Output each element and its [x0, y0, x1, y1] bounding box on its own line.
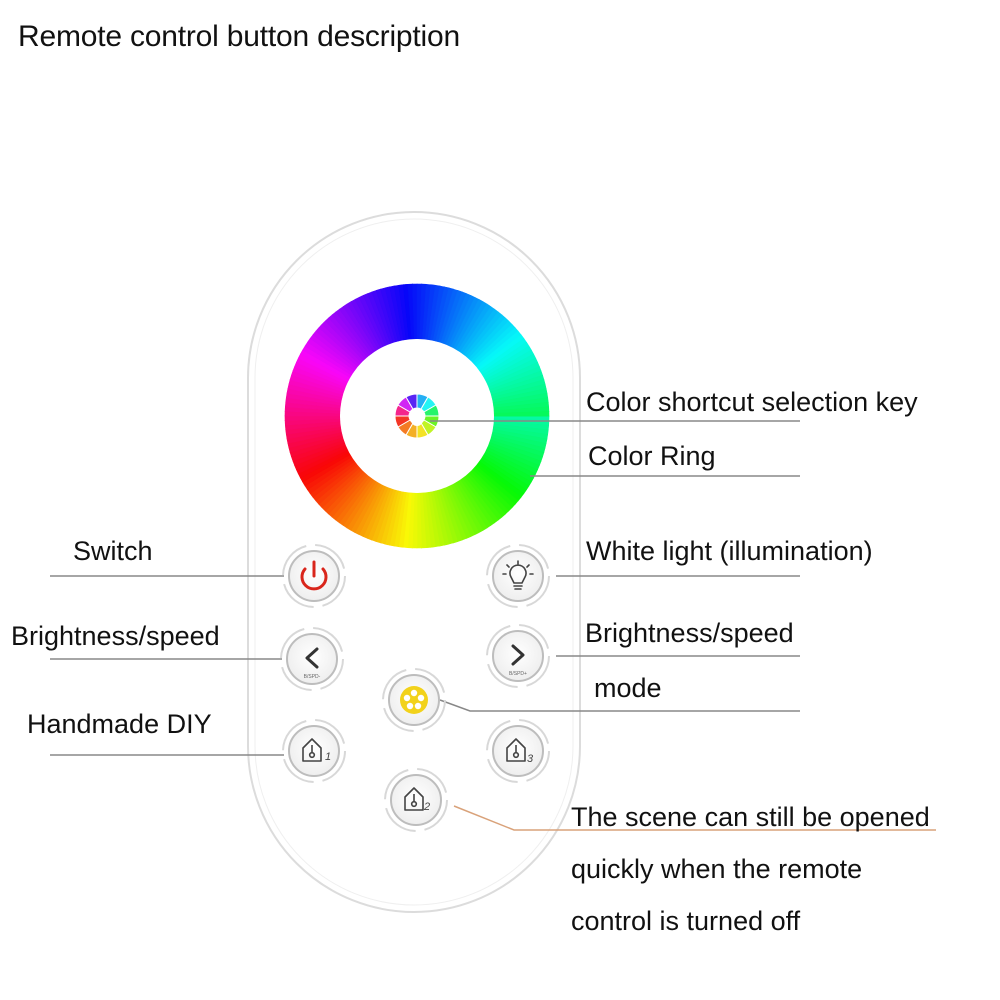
color-ring[interactable] — [284, 283, 550, 549]
label-scene-line2: quickly when the remote — [571, 854, 863, 884]
white-light-button[interactable] — [486, 544, 550, 608]
label-handmade-diy: Handmade DIY — [27, 709, 212, 739]
scene-3-button[interactable]: 3 — [486, 719, 550, 783]
label-color-shortcut: Color shortcut selection key — [586, 387, 918, 417]
leader-scene — [453, 805, 936, 831]
label-scene-line1: The scene can still be opened — [571, 802, 930, 832]
button-mark-bspd-minus: B/SPD- — [304, 674, 321, 680]
light-bulb-icon — [502, 560, 534, 590]
house-icon — [404, 787, 424, 811]
color-shortcut-segment[interactable] — [405, 393, 418, 410]
scene-2-button[interactable]: 2 — [384, 768, 448, 832]
label-brightness-left: Brightness/speed — [11, 621, 220, 651]
brightness-down-button[interactable]: B/SPD- — [280, 627, 344, 691]
scene-number-1: 1 — [325, 751, 331, 763]
label-switch: Switch — [73, 536, 153, 566]
power-button[interactable] — [282, 544, 346, 608]
label-color-ring: Color Ring — [588, 441, 716, 471]
label-white-light: White light (illumination) — [586, 536, 873, 566]
power-icon — [300, 560, 328, 591]
label-mode: mode — [594, 673, 662, 703]
chevron-right-icon — [511, 644, 525, 666]
mode-icon — [400, 686, 428, 714]
brightness-up-button[interactable]: B/SPD+ — [486, 624, 550, 688]
leader-mode — [439, 699, 800, 712]
page-title: Remote control button description — [18, 20, 460, 53]
house-icon — [302, 738, 322, 762]
label-scene-line3: control is turned off — [571, 906, 801, 936]
label-brightness-right: Brightness/speed — [585, 618, 794, 648]
scene-1-button[interactable]: 1 — [282, 719, 346, 783]
leader-lines — [50, 420, 800, 756]
chevron-left-icon — [305, 647, 319, 669]
button-mark-bspd-plus: B/SPD+ — [509, 671, 527, 677]
scene-number-3: 3 — [527, 753, 534, 765]
house-icon — [506, 738, 526, 762]
scene-number-2: 2 — [423, 801, 430, 813]
mode-button[interactable] — [382, 668, 446, 732]
